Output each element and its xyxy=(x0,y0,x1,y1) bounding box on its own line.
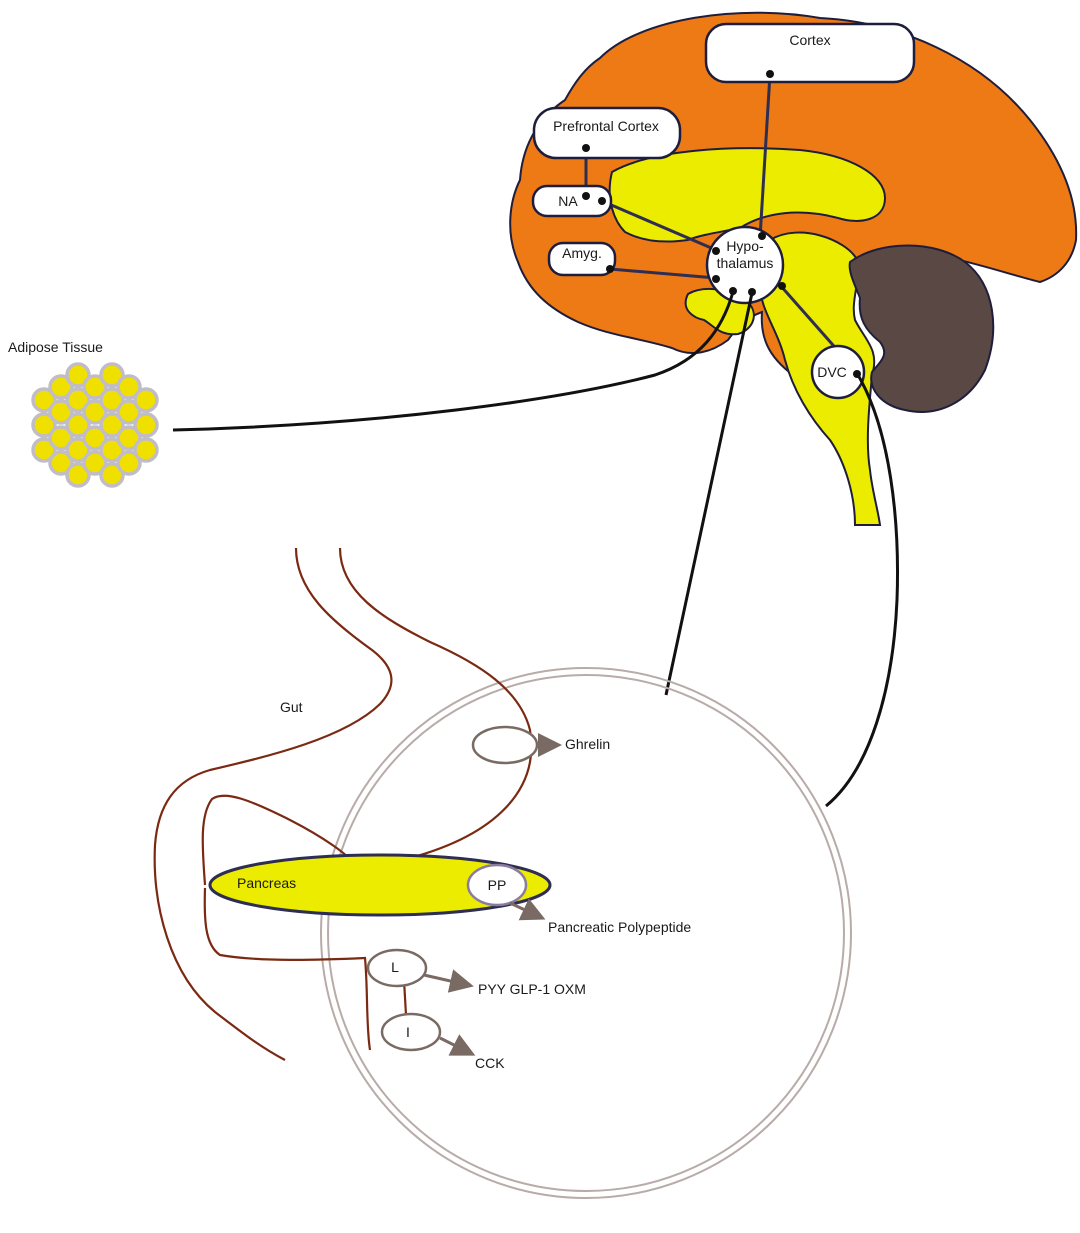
fat-cell xyxy=(135,414,157,436)
ghrelin-label: Ghrelin xyxy=(565,736,610,752)
fat-cell xyxy=(135,439,157,461)
pancreatic-polypeptide-label: Pancreatic Polypeptide xyxy=(548,919,691,935)
prefrontal-cortex-label: Prefrontal Cortex xyxy=(553,118,659,134)
i-cell: I CCK xyxy=(382,1014,505,1071)
cck-label: CCK xyxy=(475,1055,505,1071)
dvc-label: DVC xyxy=(817,364,847,380)
gut-to-hypothalamus xyxy=(666,293,752,695)
ghrelin-cell: Ghrelin xyxy=(473,727,610,763)
hypothalamus-label-line2: thalamus xyxy=(717,255,774,271)
dvc-node: DVC xyxy=(812,346,864,398)
adipose-tissue-label: Adipose Tissue xyxy=(8,339,103,355)
gut: Gut Ghrelin Pancreas PP Pancreatic Polyp… xyxy=(155,548,851,1198)
i-cell-label: I xyxy=(406,1024,410,1040)
fat-cell-cluster xyxy=(33,364,157,486)
amyg-box: Amyg. xyxy=(549,243,615,275)
hypothalamus-label-line1: Hypo- xyxy=(726,238,764,254)
na-label: NA xyxy=(558,193,578,209)
pp-label: PP xyxy=(488,877,507,893)
cortex-box: Cortex xyxy=(706,24,914,82)
gut-tract xyxy=(155,548,532,1060)
amyg-label: Amyg. xyxy=(562,245,602,261)
l-cell-label: L xyxy=(391,959,399,975)
l-cell: L PYY GLP-1 OXM xyxy=(368,950,586,997)
pancreas-label: Pancreas xyxy=(237,875,296,891)
na-box: NA xyxy=(533,186,611,216)
gut-label: Gut xyxy=(280,699,303,715)
prefrontal-cortex-box: Prefrontal Cortex xyxy=(534,108,680,158)
pyy-glp1-oxm-label: PYY GLP-1 OXM xyxy=(478,981,586,997)
pancreas: Pancreas PP Pancreatic Polypeptide xyxy=(210,855,691,935)
fat-cell xyxy=(135,389,157,411)
cortex-label: Cortex xyxy=(789,32,830,48)
adipose-tissue: Adipose Tissue xyxy=(8,339,157,486)
